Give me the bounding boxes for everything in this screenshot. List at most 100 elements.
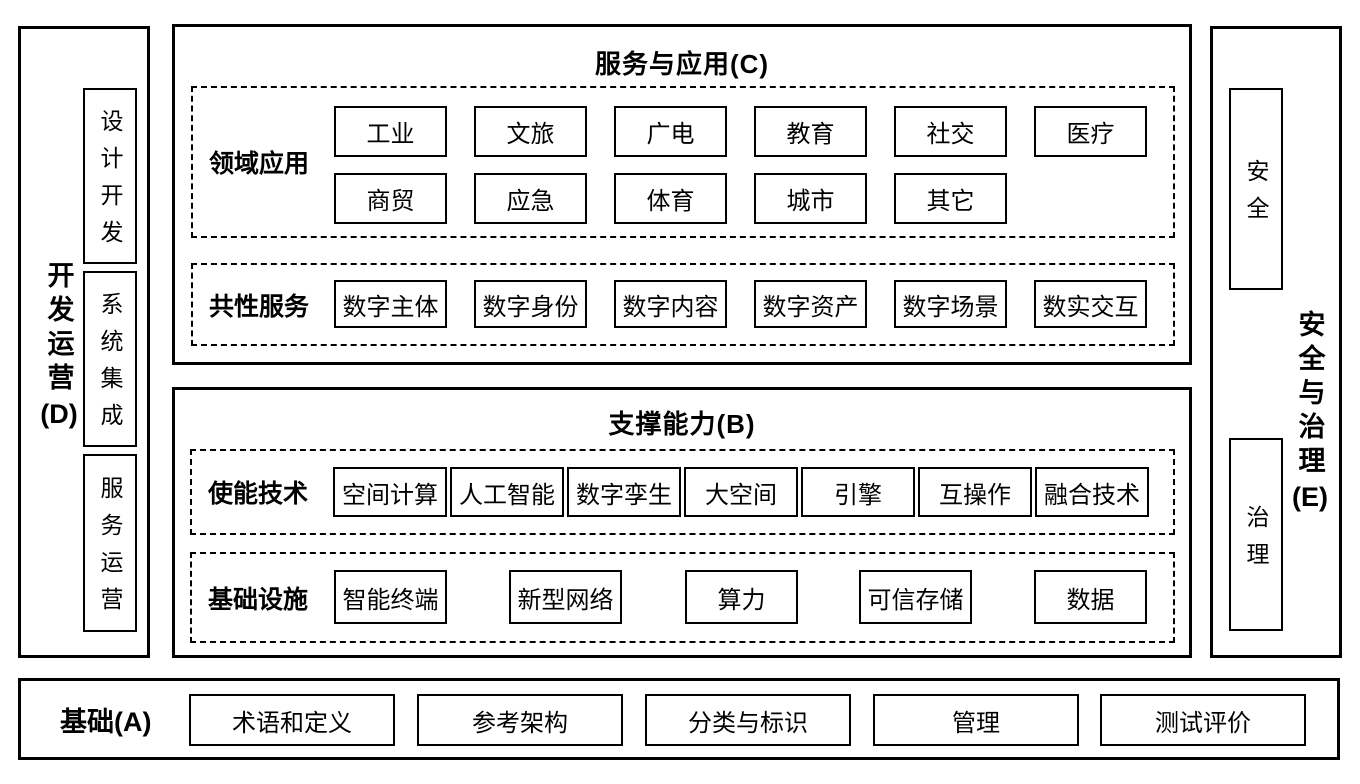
security-governance-panel-title: 安全与治理 (E) (1283, 95, 1337, 721)
domain-applications-group: 领域应用 工业 文旅 广电 教育 社交 医疗 商贸 应急 体育 城市 其它 (191, 86, 1175, 238)
domain-app-box-emergency: 应急 (474, 173, 587, 224)
domain-applications-label: 领域应用 (209, 150, 310, 178)
domain-app-box-industry: 工业 (334, 106, 447, 157)
common-service-box-digital-asset: 数字资产 (754, 280, 867, 328)
common-service-box-digital-physical-interaction: 数实交互 (1034, 280, 1147, 328)
box-label: 分类与标识 (688, 709, 808, 737)
box-label: 工业 (366, 121, 415, 148)
infrastructure-box-data: 数据 (1034, 570, 1147, 624)
box-label: 引擎 (834, 481, 882, 509)
security-governance-panel: 安全与治理 (E) 安全 治理 (1210, 26, 1342, 658)
foundation-box-classification-identification: 分类与标识 (645, 694, 851, 746)
common-services-group: 共性服务 数字主体 数字身份 数字内容 数字资产 数字场景 数实交互 (191, 263, 1175, 346)
enabling-tech-group: 使能技术 空间计算 人工智能 数字孪生 大空间 引擎 互操作 融合技术 (190, 449, 1175, 535)
domain-app-box-social: 社交 (894, 106, 1007, 157)
foundation-title: 基础(A) (60, 706, 152, 737)
devops-item-label: 设计开发 (97, 109, 123, 257)
enabling-tech-box-spatial-computing: 空间计算 (333, 467, 447, 517)
services-applications-title: 服务与应用(C) (594, 49, 770, 79)
foundation-box-reference-architecture: 参考架构 (417, 694, 623, 746)
support-capabilities-section: 支撑能力(B) 使能技术 空间计算 人工智能 数字孪生 大空间 引擎 互操作 融… (172, 387, 1192, 658)
devops-panel-title-text: 开发运营 (43, 261, 74, 397)
devops-panel-title-suffix: (D) (40, 399, 78, 429)
box-label: 教育 (786, 121, 835, 148)
devops-item-label: 服务运营 (97, 476, 123, 624)
box-label: 城市 (786, 188, 835, 215)
box-label: 数字内容 (622, 293, 719, 321)
box-label: 医疗 (1066, 121, 1115, 148)
common-service-box-digital-identity: 数字身份 (474, 280, 587, 328)
infrastructure-label: 基础设施 (208, 585, 309, 614)
enabling-tech-label: 使能技术 (208, 480, 309, 508)
box-label: 体育 (646, 188, 695, 215)
devops-panel-title: 开发运营 (D) (33, 29, 85, 655)
domain-app-box-sports: 体育 (614, 173, 727, 224)
support-capabilities-title: 支撑能力(B) (608, 409, 756, 439)
domain-app-box-medical: 医疗 (1034, 106, 1147, 157)
security-governance-title-text: 安全与治理 (1294, 310, 1325, 480)
domain-app-box-other: 其它 (894, 173, 1007, 224)
security-item: 安全 (1229, 88, 1283, 290)
enabling-tech-box-ai: 人工智能 (450, 467, 564, 517)
box-label: 融合技术 (1044, 481, 1140, 509)
box-label: 文旅 (506, 121, 555, 148)
domain-app-box-culture-tourism: 文旅 (474, 106, 587, 157)
box-label: 数字孪生 (576, 481, 672, 509)
common-service-box-digital-content: 数字内容 (614, 280, 727, 328)
domain-app-box-broadcasting: 广电 (614, 106, 727, 157)
common-services-label: 共性服务 (209, 292, 310, 321)
foundation-box-testing-evaluation: 测试评价 (1100, 694, 1306, 746)
devops-item-system-integration: 系统集成 (83, 271, 137, 447)
foundation-section: 基础(A) 术语和定义 参考架构 分类与标识 管理 测试评价 (18, 678, 1340, 760)
box-label: 管理 (952, 709, 1000, 737)
box-label: 大空间 (705, 481, 777, 509)
infrastructure-box-smart-terminal: 智能终端 (334, 570, 447, 624)
security-governance-title-suffix: (E) (1292, 482, 1328, 512)
box-label: 新型网络 (517, 586, 614, 614)
common-service-box-digital-scene: 数字场景 (894, 280, 1007, 328)
infrastructure-box-trusted-storage: 可信存储 (859, 570, 972, 624)
domain-app-box-city: 城市 (754, 173, 867, 224)
box-label: 数据 (1066, 586, 1115, 614)
infrastructure-box-new-network: 新型网络 (509, 570, 622, 624)
box-label: 数字场景 (902, 293, 999, 321)
box-label: 人工智能 (459, 481, 555, 509)
devops-panel: 开发运营 (D) 设计开发 系统集成 服务运营 (18, 26, 150, 658)
box-label: 数字主体 (342, 293, 439, 321)
box-label: 算力 (717, 586, 766, 614)
infrastructure-box-computing-power: 算力 (685, 570, 798, 624)
box-label: 商贸 (366, 188, 415, 215)
box-label: 数实交互 (1042, 293, 1139, 321)
governance-item-label: 治理 (1243, 504, 1269, 579)
box-label: 社交 (926, 121, 975, 148)
devops-item-design-development: 设计开发 (83, 88, 137, 264)
devops-item-label: 系统集成 (97, 292, 123, 440)
box-label: 广电 (646, 121, 695, 148)
services-applications-section: 服务与应用(C) 领域应用 工业 文旅 广电 教育 社交 医疗 商贸 应急 体育… (172, 24, 1192, 365)
security-item-label: 安全 (1243, 159, 1269, 233)
box-label: 测试评价 (1155, 709, 1251, 737)
box-label: 智能终端 (342, 586, 439, 614)
enabling-tech-box-digital-twin: 数字孪生 (567, 467, 681, 517)
box-label: 应急 (506, 188, 555, 215)
box-label: 参考架构 (472, 709, 568, 737)
enabling-tech-box-engine: 引擎 (801, 467, 915, 517)
foundation-box-terms-definitions: 术语和定义 (189, 694, 395, 746)
box-label: 可信存储 (867, 586, 964, 614)
enabling-tech-box-fusion-tech: 融合技术 (1035, 467, 1149, 517)
domain-app-box-commerce: 商贸 (334, 173, 447, 224)
box-label: 数字资产 (762, 293, 859, 321)
enabling-tech-box-interoperability: 互操作 (918, 467, 1032, 517)
box-label: 其它 (926, 188, 975, 215)
box-label: 空间计算 (342, 481, 438, 509)
enabling-tech-box-large-space: 大空间 (684, 467, 798, 517)
box-label: 互操作 (939, 481, 1011, 509)
governance-item: 治理 (1229, 438, 1283, 631)
foundation-box-management: 管理 (873, 694, 1079, 746)
devops-item-service-operation: 服务运营 (83, 454, 137, 632)
box-label: 术语和定义 (232, 709, 352, 737)
common-service-box-digital-subject: 数字主体 (334, 280, 447, 328)
domain-app-box-education: 教育 (754, 106, 867, 157)
infrastructure-group: 基础设施 智能终端 新型网络 算力 可信存储 数据 (190, 552, 1175, 643)
